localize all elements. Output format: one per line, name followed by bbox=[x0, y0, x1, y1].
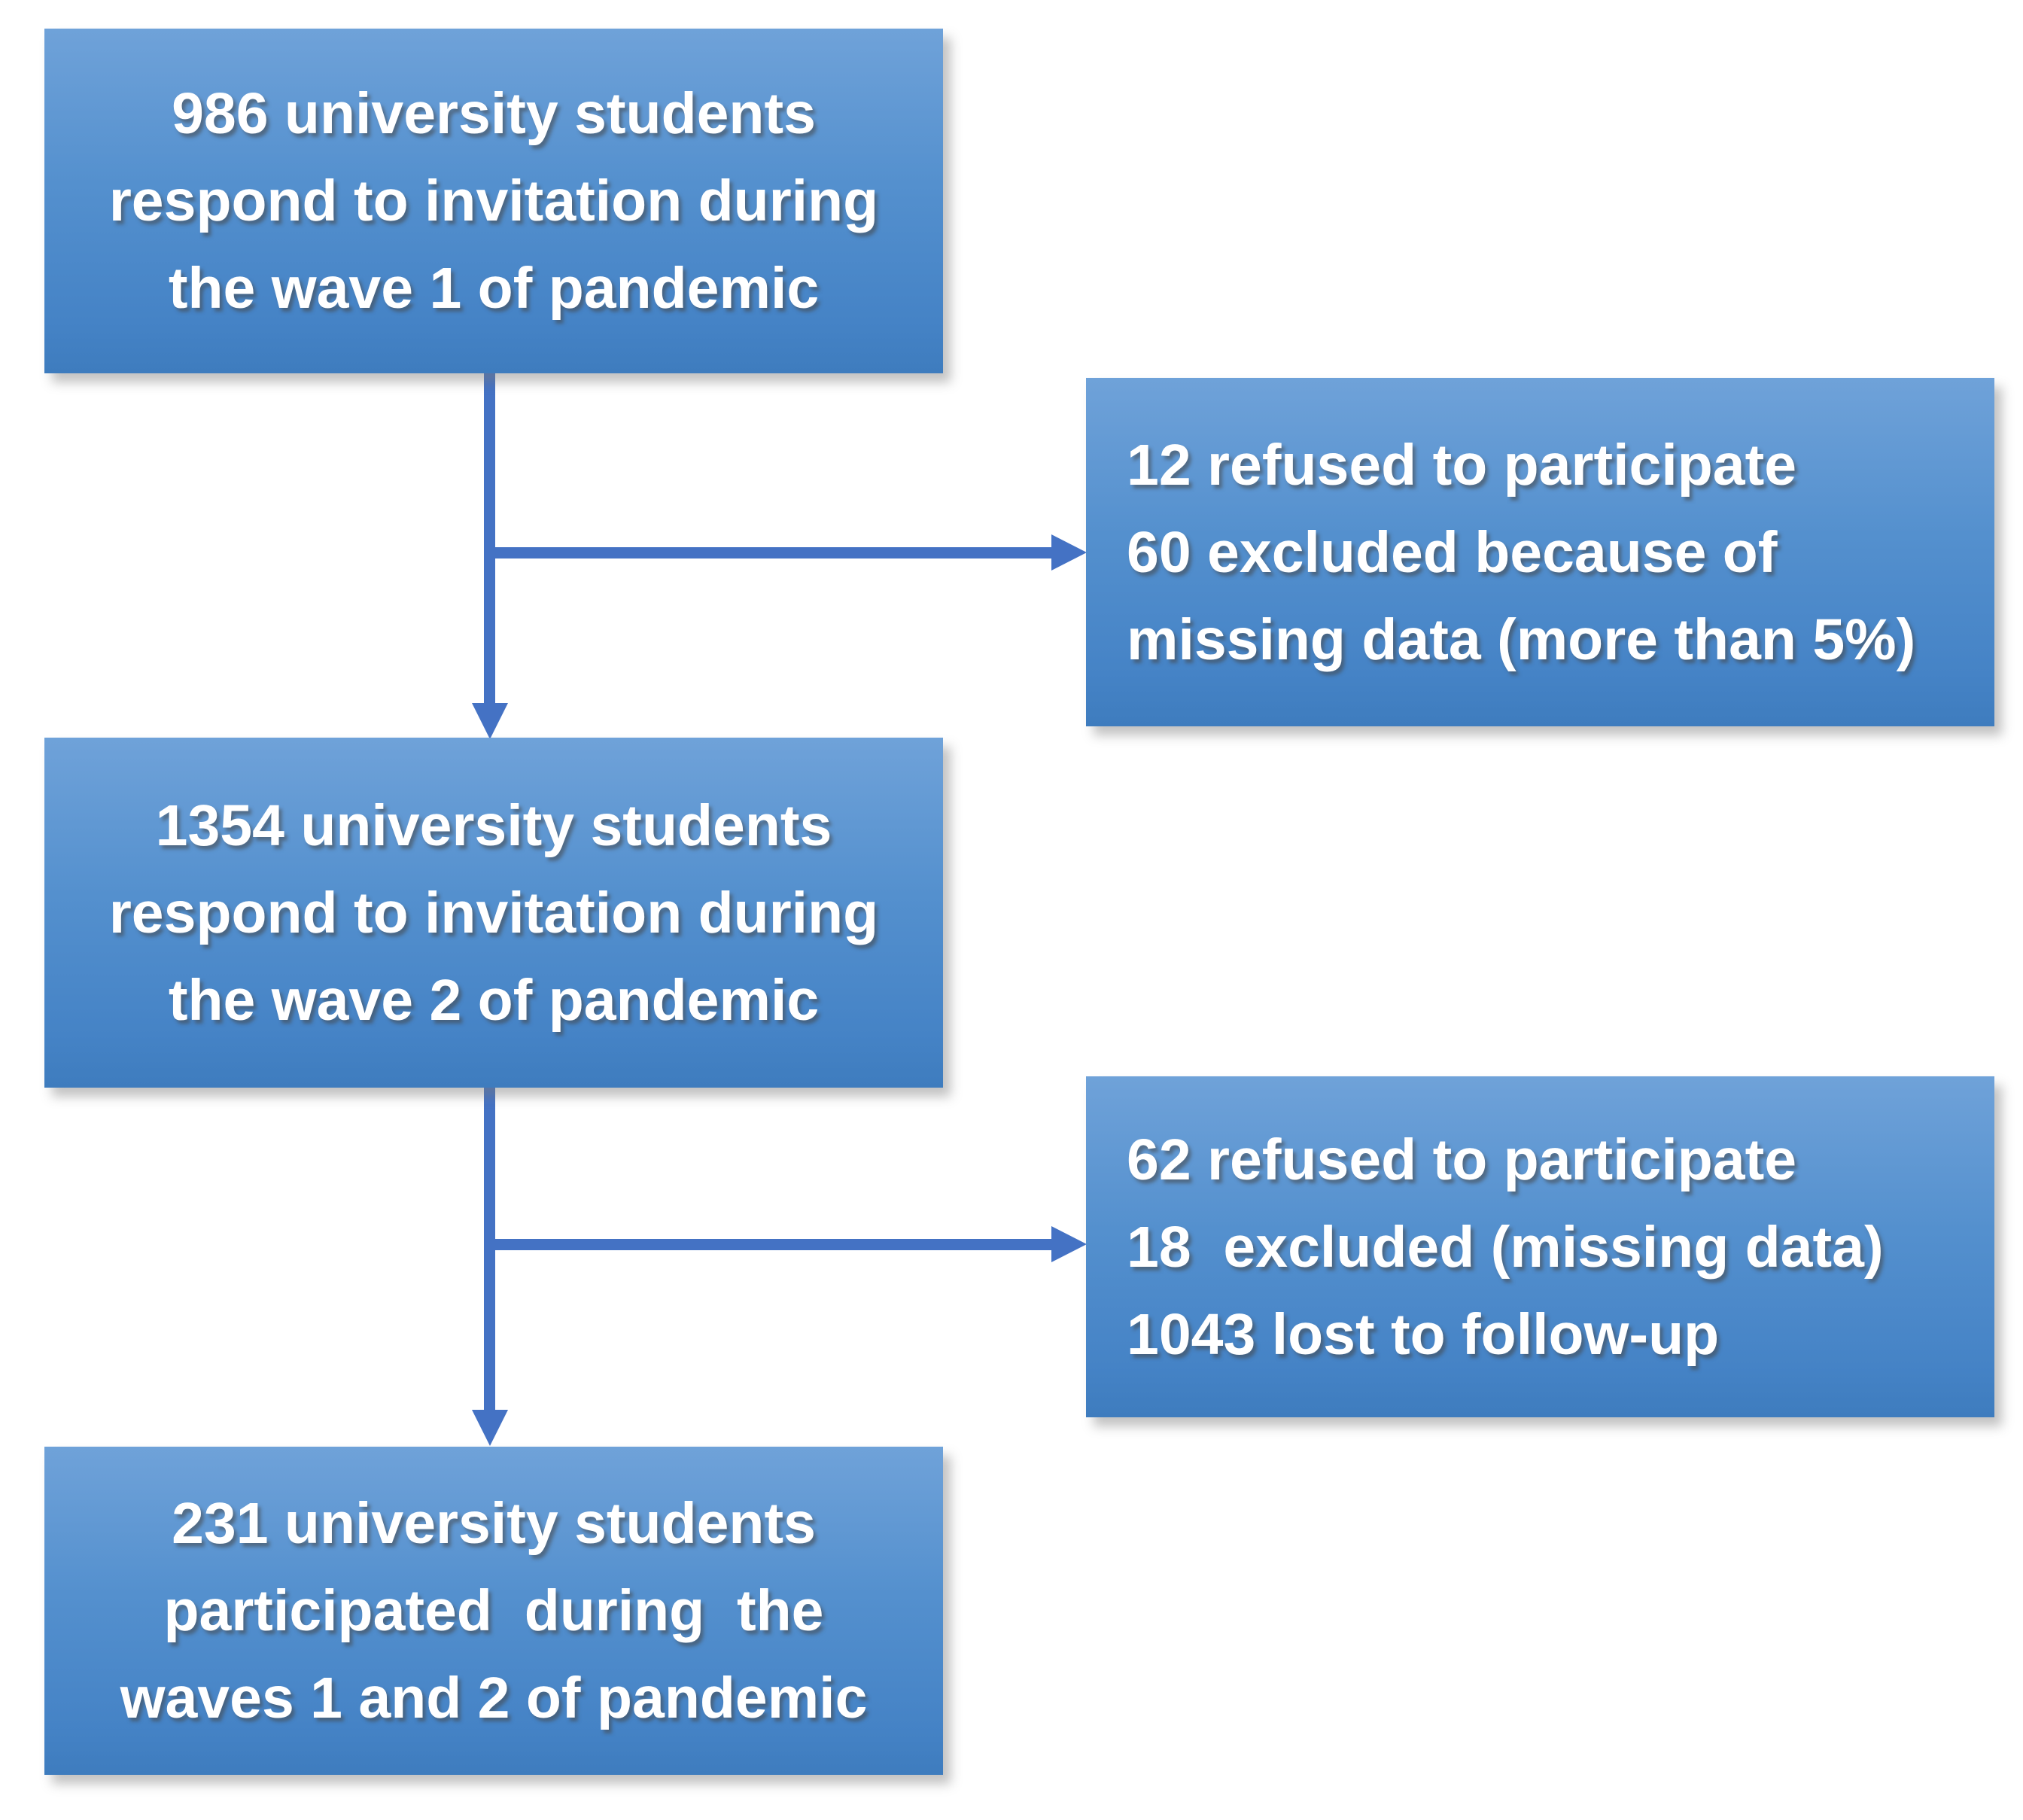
connector-wave2-to-both-waves-shaft bbox=[484, 1088, 495, 1411]
box-text-line: 60 excluded because of bbox=[1127, 519, 1778, 585]
box-text-line: 1043 lost to follow-up bbox=[1127, 1301, 1720, 1367]
down-arrowhead-icon bbox=[472, 703, 508, 739]
box-text-line: 12 refused to participate bbox=[1127, 432, 1797, 498]
box-text-line: 231 university students bbox=[172, 1491, 816, 1556]
flow-box-wave1-respondents: 986 university students respond to invit… bbox=[44, 29, 943, 373]
connector-wave1-to-exclusions-shaft bbox=[490, 547, 1052, 558]
box-text-line: participated during the bbox=[163, 1578, 824, 1643]
flow-box-both-waves-participants: 231 university students participated dur… bbox=[44, 1447, 943, 1775]
right-arrowhead-icon bbox=[1051, 1226, 1087, 1262]
down-arrowhead-icon bbox=[472, 1410, 508, 1446]
box-text-line: the wave 2 of pandemic bbox=[168, 967, 820, 1033]
box-text-line: respond to invitation during bbox=[108, 880, 879, 945]
box-text-line: 1354 university students bbox=[155, 793, 832, 858]
box-text-line: the wave 1 of pandemic bbox=[168, 256, 820, 321]
box-text-line: 986 university students bbox=[172, 81, 816, 146]
box-text-line: waves 1 and 2 of pandemic bbox=[120, 1666, 868, 1730]
flow-box-wave2-respondents: 1354 university students respond to invi… bbox=[44, 738, 943, 1088]
box-text-line: missing data (more than 5%) bbox=[1127, 607, 1916, 672]
flow-box-wave1-exclusions: 12 refused to participate 60 excluded be… bbox=[1086, 378, 1994, 726]
connector-wave2-to-exclusions-shaft bbox=[490, 1239, 1052, 1250]
right-arrowhead-icon bbox=[1051, 534, 1087, 571]
connector-wave1-to-wave2-shaft bbox=[484, 373, 495, 705]
box-text-line: respond to invitation during bbox=[108, 169, 879, 233]
flow-box-wave2-exclusions: 62 refused to participate 18 excluded (m… bbox=[1086, 1076, 1994, 1417]
box-text-line: 62 refused to participate bbox=[1127, 1127, 1797, 1192]
box-text-line: 18 excluded (missing data) bbox=[1127, 1214, 1884, 1280]
